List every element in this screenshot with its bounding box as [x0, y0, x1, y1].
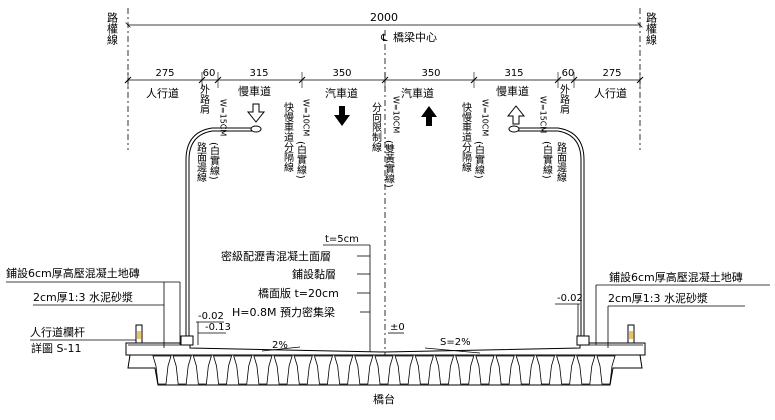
row-label-right: 路權線	[645, 12, 658, 45]
marking-direction: 分向限制線 (雙黃實線) W=10CM	[370, 96, 401, 188]
level-right-curb: -0.02	[557, 293, 583, 304]
zone-sidewalk-right: 人行道	[594, 86, 627, 100]
zone-slow-right: 慢車道	[496, 84, 529, 98]
girder	[152, 355, 172, 385]
light-base-right	[576, 335, 590, 346]
fast-slow-left-name: 快慢車道分隔線	[282, 102, 294, 172]
slope-right: S=2%	[440, 337, 471, 348]
abutment-label: 橋台	[373, 392, 395, 406]
level-left-curb: -0.02	[198, 311, 224, 322]
edge-right-name: 路面邊線	[555, 141, 567, 182]
level-left-edge: -0.13	[205, 322, 231, 333]
girder	[313, 355, 333, 385]
edge-left-width: W=15CM	[219, 99, 228, 136]
marking-edge-right: W=15CM (白實線) 路面邊線	[539, 96, 567, 182]
girder	[172, 355, 192, 385]
girder	[475, 355, 495, 385]
girder	[576, 355, 596, 385]
fast-slow-right-type: (白實線)	[473, 141, 485, 179]
layer-asphalt-thickness: t=5cm	[325, 234, 359, 245]
slope-left: 2%	[272, 340, 288, 351]
zone-sidewalk-left: 人行道	[146, 86, 179, 100]
marking-fast-slow-left: 快慢車道分隔線 (白實線) W=10CM	[282, 99, 311, 179]
street-light-right	[508, 125, 585, 345]
mortar-left: 2cm厚1:3 水泥砂漿	[33, 290, 133, 304]
segment-dim-ticks	[124, 72, 644, 88]
girder	[374, 355, 394, 385]
girder	[334, 355, 354, 385]
girder	[394, 355, 414, 385]
dim-slow-right: 315	[504, 68, 523, 79]
dim-shoulder-right: 60	[562, 68, 575, 79]
dim-slow-left: 315	[249, 68, 268, 79]
girder	[515, 355, 535, 385]
arrow-down-solid-icon	[334, 106, 350, 126]
arrow-up-hollow-icon	[506, 105, 526, 125]
girder	[354, 355, 374, 385]
zone-slow-left: 慢車道	[238, 84, 271, 98]
girder	[556, 355, 576, 385]
dim-shoulder-left: 60	[203, 68, 216, 79]
marking-edge-left: 路面邊線 (白實線) W=15CM	[195, 99, 228, 182]
layer-tack-coat: 鋪設黏層	[292, 267, 336, 281]
centerline-label: 橋梁中心	[393, 30, 437, 44]
girder	[213, 355, 233, 385]
arrow-up-solid-icon	[421, 106, 437, 126]
fast-slow-left-width: W=10CM	[302, 99, 311, 136]
girder	[192, 355, 212, 385]
girder	[495, 355, 515, 385]
paving-left: 鋪設6cm厚高壓混凝土地磚	[6, 266, 140, 280]
dim-car-right: 350	[421, 68, 440, 79]
zone-car-right: 汽車道	[401, 86, 434, 100]
dim-sidewalk-left: 275	[155, 68, 174, 79]
fast-slow-right-width: W=10CM	[481, 99, 490, 136]
girder	[596, 355, 616, 385]
layer-asphalt: 密級配瀝青混凝土面層	[221, 249, 331, 263]
precast-girders	[152, 355, 616, 385]
street-light-left	[185, 125, 262, 345]
level-center: ±0	[390, 322, 405, 333]
centerline-symbol: ℄	[380, 33, 388, 44]
girder	[435, 355, 455, 385]
dim-car-left: 350	[332, 68, 351, 79]
arrow-down-hollow-icon	[246, 103, 266, 123]
light-base-left	[180, 335, 194, 346]
edge-left-name: 路面邊線	[195, 141, 207, 182]
layer-deck: 橋面版 t=20cm	[258, 286, 339, 300]
bridge-deck	[125, 342, 646, 386]
girder	[293, 355, 313, 385]
row-label-left: 路權線	[106, 12, 119, 45]
zone-shoulder-right: 外路肩	[558, 84, 570, 115]
direction-type: (雙黃實線)	[383, 140, 395, 188]
direction-name: 分向限制線	[370, 102, 382, 152]
edge-right-width: W=15CM	[539, 96, 548, 133]
zone-car-left: 汽車道	[325, 86, 358, 100]
railing-label: 人行道欄杆	[30, 325, 85, 339]
dim-sidewalk-right: 275	[602, 68, 621, 79]
girder	[273, 355, 293, 385]
railing-detail: 詳圖 S-11	[31, 341, 81, 355]
layer-callouts: t=5cm 密級配瀝青混凝土面層 鋪設黏層 橋面版 t=20cm H=0.8M …	[221, 234, 371, 352]
sidewalk-notes-right: 鋪設6cm厚高壓混凝土地磚 2cm厚1:3 水泥砂漿	[595, 270, 770, 348]
marking-fast-slow-right: 快慢車道分隔線 (白實線) W=10CM	[460, 99, 490, 179]
edge-left-type: (白實線)	[208, 142, 220, 180]
zone-shoulder-left: 外路肩	[198, 84, 210, 115]
mortar-right: 2cm厚1:3 水泥砂漿	[608, 291, 708, 305]
direction-width: W=10CM	[392, 96, 401, 133]
girder	[414, 355, 434, 385]
fast-slow-left-type: (白實線)	[295, 141, 307, 179]
paving-right: 鋪設6cm厚高壓混凝土地磚	[609, 270, 743, 284]
girder	[455, 355, 475, 385]
girder	[253, 355, 273, 385]
segment-dim-labels: 275 60 315 350 350 315 60 275	[155, 68, 621, 79]
edge-right-type: (白實線)	[541, 141, 553, 179]
girder	[535, 355, 555, 385]
fast-slow-right-name: 快慢車道分隔線	[460, 102, 472, 172]
sidewalk-notes-left: 鋪設6cm厚高壓混凝土地磚 2cm厚1:3 水泥砂漿 人行道欄杆 詳圖 S-11	[6, 266, 181, 355]
girder	[233, 355, 253, 385]
total-width: 2000	[370, 11, 398, 24]
layer-girder: H=0.8M 預力密集梁	[232, 305, 335, 319]
